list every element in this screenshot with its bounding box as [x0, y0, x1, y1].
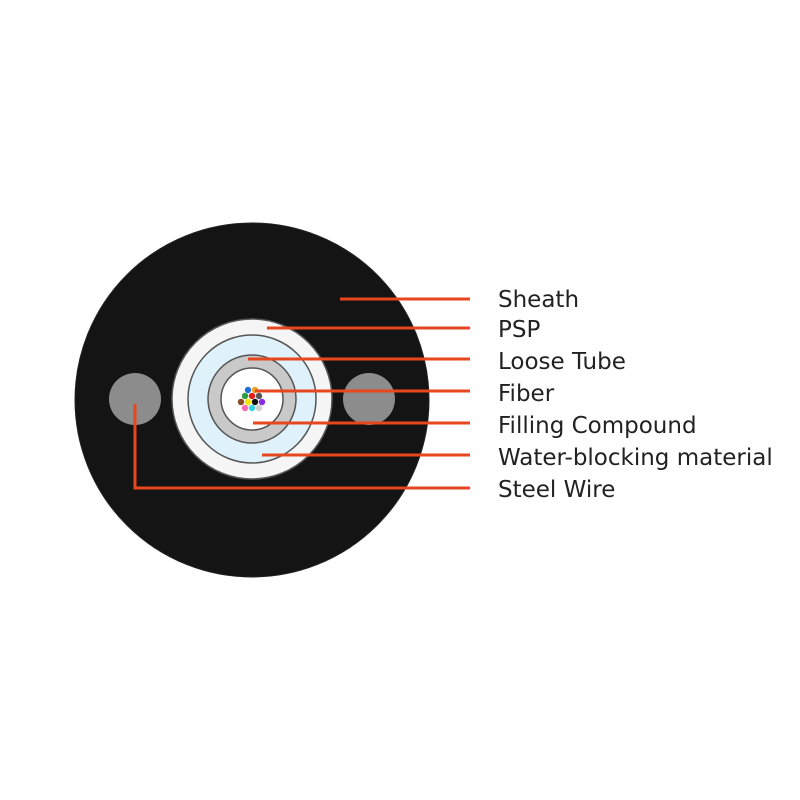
fiber-strand: [251, 398, 259, 406]
fiber-strand: [244, 386, 252, 394]
label-psp: PSP: [498, 317, 540, 343]
leader-lines: [133, 297, 470, 490]
label-water-blocking-material: Water-blocking material: [498, 445, 773, 471]
leader-line-steel-wire: [133, 404, 470, 490]
fiber-bundle: [237, 386, 266, 412]
fiber-strand: [241, 404, 249, 412]
fiber-strand: [248, 404, 256, 412]
label-sheath: Sheath: [498, 287, 579, 313]
fiber-strand: [241, 392, 249, 400]
fiber-strand: [255, 404, 263, 412]
labels: Sheath PSP Loose Tube Fiber Filling Comp…: [498, 287, 773, 503]
fiber-strand: [255, 392, 263, 400]
label-loose-tube: Loose Tube: [498, 349, 626, 375]
steel-wire-left: [109, 373, 161, 425]
label-filling-compound: Filling Compound: [498, 413, 697, 439]
fiber-strand: [244, 398, 252, 406]
label-fiber: Fiber: [498, 381, 555, 407]
fiber-strand: [237, 398, 245, 406]
steel-wire-right: [343, 373, 395, 425]
fiber-strand: [248, 392, 256, 400]
label-steel-wire: Steel Wire: [498, 477, 615, 503]
fiber-strand: [258, 398, 266, 406]
